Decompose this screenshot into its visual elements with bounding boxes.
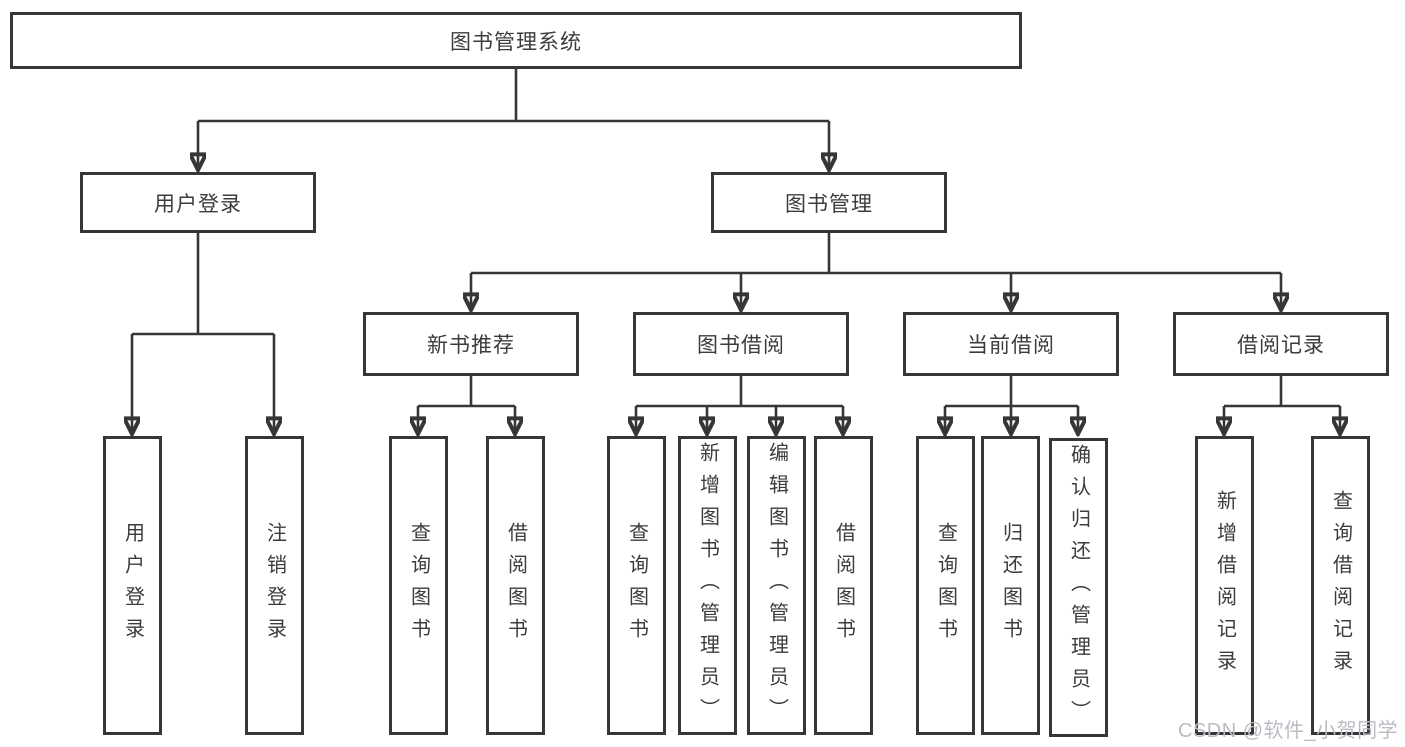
node-current-borrowing: 当前借阅 xyxy=(903,312,1119,376)
node-user-login-branch: 用户登录 xyxy=(80,172,316,233)
leaf-current-query-books: 查询图书 xyxy=(916,436,975,735)
node-book-borrowing: 图书借阅 xyxy=(633,312,849,376)
leaf-current-query-books-label: 查询图书 xyxy=(934,521,957,650)
leaf-borrow-edit-books-admin: 编辑图书（管理员） xyxy=(747,436,806,735)
leaf-borrow-borrow-books: 借阅图书 xyxy=(814,436,873,735)
leaf-logout: 注销登录 xyxy=(245,436,304,735)
leaf-borrow-edit-books-admin-label: 编辑图书（管理员） xyxy=(765,441,788,730)
leaf-recommend-query-books-label: 查询图书 xyxy=(407,521,430,650)
node-new-book-recommendation-label: 新书推荐 xyxy=(427,334,515,357)
leaf-recommend-query-books: 查询图书 xyxy=(389,436,448,735)
node-library-system: 图书管理系统 xyxy=(10,12,1022,69)
leaf-borrow-query-books: 查询图书 xyxy=(607,436,666,735)
node-borrowing-records-label: 借阅记录 xyxy=(1237,334,1325,357)
leaf-borrow-query-books-label: 查询图书 xyxy=(625,521,648,650)
leaf-records-add-record: 新增借阅记录 xyxy=(1195,436,1254,735)
leaf-current-return-books: 归还图书 xyxy=(981,436,1040,735)
leaf-records-add-record-label: 新增借阅记录 xyxy=(1213,489,1236,682)
leaf-recommend-borrow-books-label: 借阅图书 xyxy=(504,521,527,650)
node-user-login-branch-label: 用户登录 xyxy=(154,192,242,216)
leaf-user-login: 用户登录 xyxy=(103,436,162,735)
leaf-records-query-record: 查询借阅记录 xyxy=(1311,436,1370,735)
node-book-borrowing-label: 图书借阅 xyxy=(697,334,785,357)
leaf-borrow-borrow-books-label: 借阅图书 xyxy=(832,521,855,650)
leaf-logout-label: 注销登录 xyxy=(263,521,286,650)
leaf-recommend-borrow-books: 借阅图书 xyxy=(486,436,545,735)
leaf-borrow-add-books-admin: 新增图书（管理员） xyxy=(678,436,737,735)
leaf-current-return-books-label: 归还图书 xyxy=(999,521,1022,650)
node-borrowing-records: 借阅记录 xyxy=(1173,312,1389,376)
node-book-management-label: 图书管理 xyxy=(785,192,873,216)
node-library-system-label: 图书管理系统 xyxy=(450,30,582,54)
leaf-borrow-add-books-admin-label: 新增图书（管理员） xyxy=(696,441,719,730)
leaf-current-confirm-return-admin-label: 确认归还（管理员） xyxy=(1067,443,1090,732)
node-book-management: 图书管理 xyxy=(711,172,947,233)
node-new-book-recommendation: 新书推荐 xyxy=(363,312,579,376)
leaf-user-login-label: 用户登录 xyxy=(121,521,144,650)
leaf-current-confirm-return-admin: 确认归还（管理员） xyxy=(1049,438,1108,737)
csdn-watermark: CSDN @软件_小贺同学 xyxy=(1178,720,1399,742)
node-current-borrowing-label: 当前借阅 xyxy=(967,334,1055,357)
leaf-records-query-record-label: 查询借阅记录 xyxy=(1329,489,1352,682)
